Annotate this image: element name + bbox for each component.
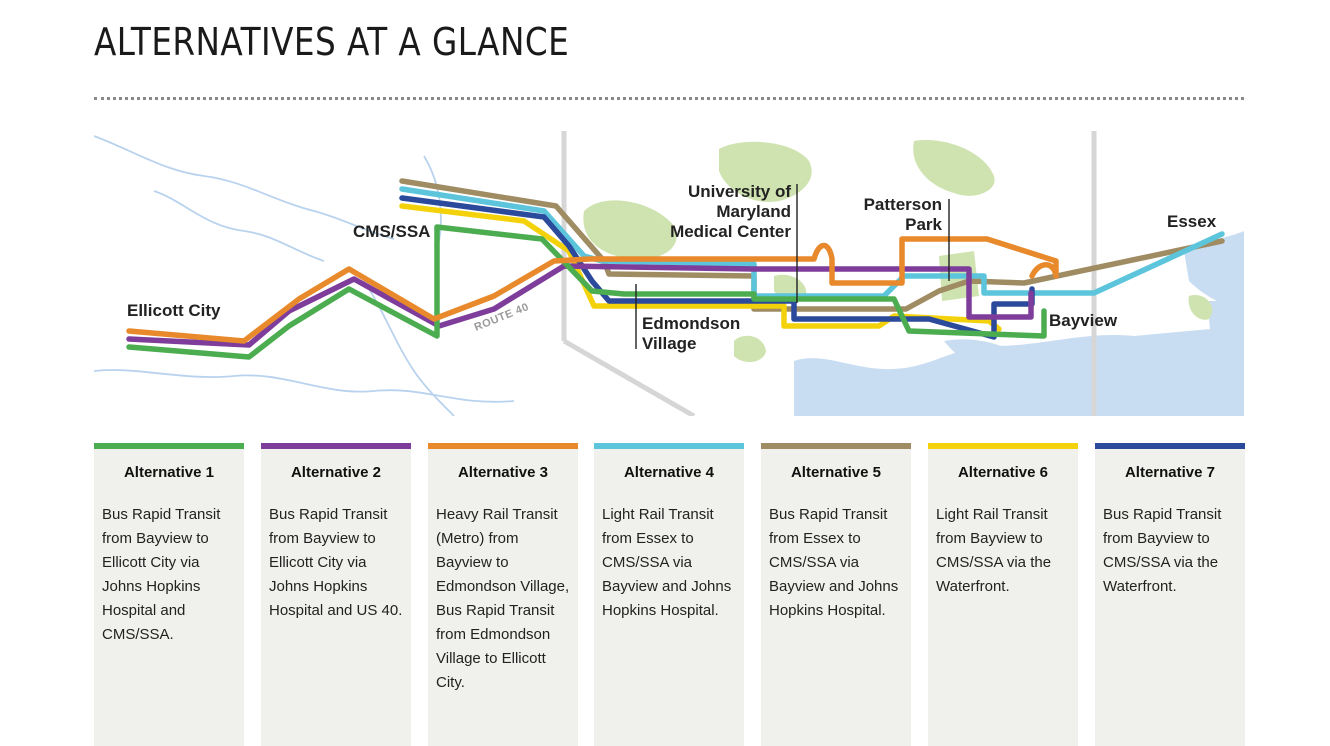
label-edmondson-line1: Edmondson	[642, 314, 740, 333]
water-areas	[794, 231, 1244, 416]
card-description: Bus Rapid Transit from Bayview to Ellico…	[102, 506, 221, 643]
label-bayview: Bayview	[1049, 311, 1118, 330]
label-umd-line2: Maryland	[716, 202, 791, 221]
page-title: ALTERNATIVES AT A GLANCE	[94, 20, 570, 64]
label-leaders	[635, 184, 950, 349]
route-alternative-3	[126, 236, 1059, 344]
route-alternative-5	[399, 178, 1225, 312]
card-title: Alternative 3	[457, 464, 549, 481]
route-alternative-7	[399, 195, 1035, 340]
card-title: Alternative 5	[790, 464, 882, 481]
label-ellicott-city: Ellicott City	[127, 301, 221, 320]
label-umd-line3: Medical Center	[670, 222, 791, 241]
card-title: Alternative 1	[123, 464, 215, 481]
label-essex: Essex	[1167, 212, 1217, 231]
label-edmondson-line2: Village	[642, 334, 697, 353]
card-description: Bus Rapid Transit from Essex to CMS/SSA …	[769, 506, 899, 619]
card-description: Bus Rapid Transit from Bayview to CMS/SS…	[1103, 506, 1222, 595]
card-title: Alternative 4	[623, 464, 715, 481]
route-alternative-6	[399, 203, 1002, 332]
card-title: Alternative 7	[1124, 464, 1216, 481]
label-cms-ssa: CMS/SSA	[353, 222, 430, 241]
card-alternative-2: Alternative 2 Bus Rapid Transit from Bay…	[261, 443, 411, 746]
alternatives-map: Ellicott City CMS/SSA ROUTE 40 Universit…	[94, 131, 1244, 416]
route-alternative-1	[126, 224, 1047, 360]
card-description: Bus Rapid Transit from Bayview to Ellico…	[269, 506, 403, 619]
route-alternative-2	[126, 263, 1034, 348]
card-alternative-1: Alternative 1 Bus Rapid Transit from Bay…	[94, 443, 244, 746]
card-alternative-7: Alternative 7 Bus Rapid Transit from Bay…	[1095, 443, 1245, 746]
card-description: Light Rail Transit from Bayview to CMS/S…	[936, 506, 1052, 595]
card-description: Heavy Rail Transit (Metro) from Bayview …	[436, 506, 570, 691]
card-title: Alternative 6	[957, 464, 1049, 481]
label-patterson-line2: Park	[905, 215, 942, 234]
card-alternative-4: Alternative 4 Light Rail Transit from Es…	[594, 443, 744, 746]
label-umd-line1: University of	[688, 182, 791, 201]
card-description: Light Rail Transit from Essex to CMS/SSA…	[602, 506, 732, 619]
card-alternative-3: Alternative 3 Heavy Rail Transit (Metro)…	[428, 443, 578, 746]
alternatives-cards: Alternative 1 Bus Rapid Transit from Bay…	[94, 443, 1245, 746]
card-title: Alternative 2	[290, 464, 382, 481]
map-svg: Ellicott City CMS/SSA ROUTE 40 Universit…	[94, 131, 1244, 416]
card-alternative-5: Alternative 5 Bus Rapid Transit from Ess…	[761, 443, 911, 746]
dotted-divider	[94, 97, 1244, 100]
card-alternative-6: Alternative 6 Light Rail Transit from Ba…	[928, 443, 1078, 746]
route-alternative-4	[399, 186, 1225, 299]
label-patterson-line1: Patterson	[864, 195, 942, 214]
